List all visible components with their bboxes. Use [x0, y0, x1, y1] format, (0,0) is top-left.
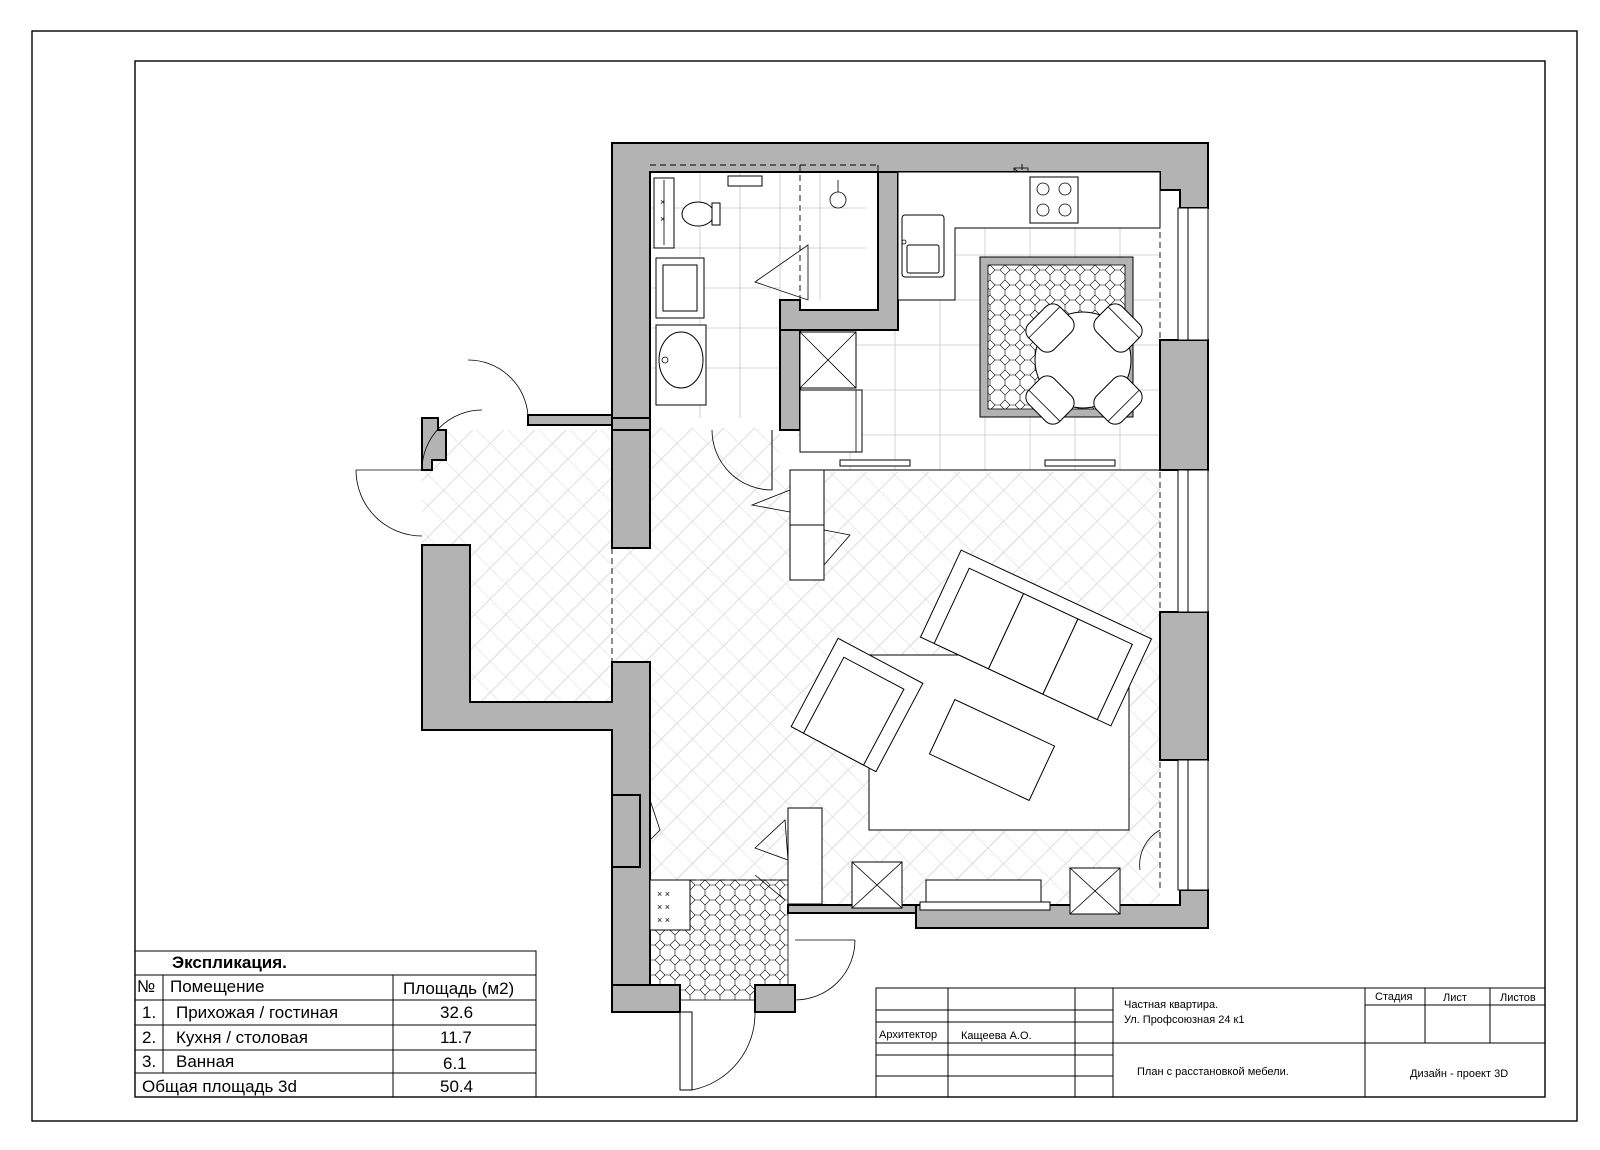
svg-text:× ×: × × — [657, 902, 670, 912]
project-line2: Ул. Профсоюзная 24 к1 — [1124, 1014, 1244, 1026]
header-room: Помещение — [170, 977, 264, 996]
chair-icon — [1093, 375, 1143, 425]
kitchen-furniture — [799, 171, 1161, 453]
header-area: Площадь (м2) — [403, 979, 514, 998]
doors — [355, 244, 1161, 1091]
title-block: Частная квартира. Ул. Профсоюзная 24 к1 … — [875, 987, 1546, 1098]
row-num: 2. — [142, 1028, 156, 1047]
walls — [421, 142, 1209, 1013]
explication-title: Экспликация. — [172, 953, 287, 972]
svg-text:×: × — [660, 197, 665, 207]
cooktop-icon — [1029, 176, 1079, 224]
chair-icon — [1093, 303, 1143, 353]
stage-label: Стадия — [1375, 991, 1413, 1003]
row-num: 1. — [142, 1003, 156, 1022]
row-area: 6.1 — [443, 1054, 467, 1073]
row-area: 32.6 — [440, 1003, 473, 1022]
shoe-cabinet: × × × × × × — [649, 879, 691, 931]
row-num: 3. — [142, 1052, 156, 1071]
row-room: Кухня / столовая — [176, 1028, 308, 1047]
svg-text:× ×: × × — [657, 915, 670, 925]
header-num: № — [137, 977, 155, 996]
armchair-icon — [790, 637, 924, 773]
total-area: 50.4 — [440, 1077, 473, 1096]
outer-frame — [31, 30, 1578, 1122]
row-room: Прихожая / гостиная — [176, 1003, 338, 1022]
drawing-title: План с расстановкой мебели. — [1137, 1066, 1289, 1078]
coffee-table-icon — [928, 698, 1056, 802]
armoire-right — [1069, 867, 1121, 915]
project-line1: Частная квартира. — [1124, 999, 1218, 1011]
tv-stand — [919, 879, 1051, 911]
dining-set — [1025, 303, 1143, 425]
svg-text:× ×: × × — [657, 889, 670, 899]
windows — [1177, 207, 1209, 891]
explication-table: Экспликация. № Помещение Площадь (м2) 1.… — [134, 950, 537, 1098]
row-area: 11.7 — [440, 1028, 472, 1047]
architect-label: Архитектор — [879, 1029, 937, 1041]
total-label: Общая площадь 3d — [142, 1077, 297, 1096]
toilet-icon — [681, 201, 715, 227]
architect-name: Кащеева А.О. — [961, 1030, 1032, 1042]
hall-wardrobe — [750, 469, 851, 905]
sheet-label: Лист — [1443, 992, 1467, 1004]
bathroom-fixtures: × × — [653, 167, 1029, 406]
sheets-label: Листов — [1500, 992, 1536, 1004]
svg-text:×: × — [660, 214, 665, 224]
armoire-left — [851, 861, 903, 909]
inner-frame — [134, 60, 1546, 1098]
chair-icon — [1025, 303, 1075, 353]
row-room: Ванная — [176, 1052, 234, 1071]
shower-drain-icon — [829, 191, 847, 209]
chair-icon — [1025, 375, 1075, 425]
company-name: Дизайн - проект 3D — [1410, 1068, 1508, 1080]
sofa-icon — [919, 549, 1153, 727]
